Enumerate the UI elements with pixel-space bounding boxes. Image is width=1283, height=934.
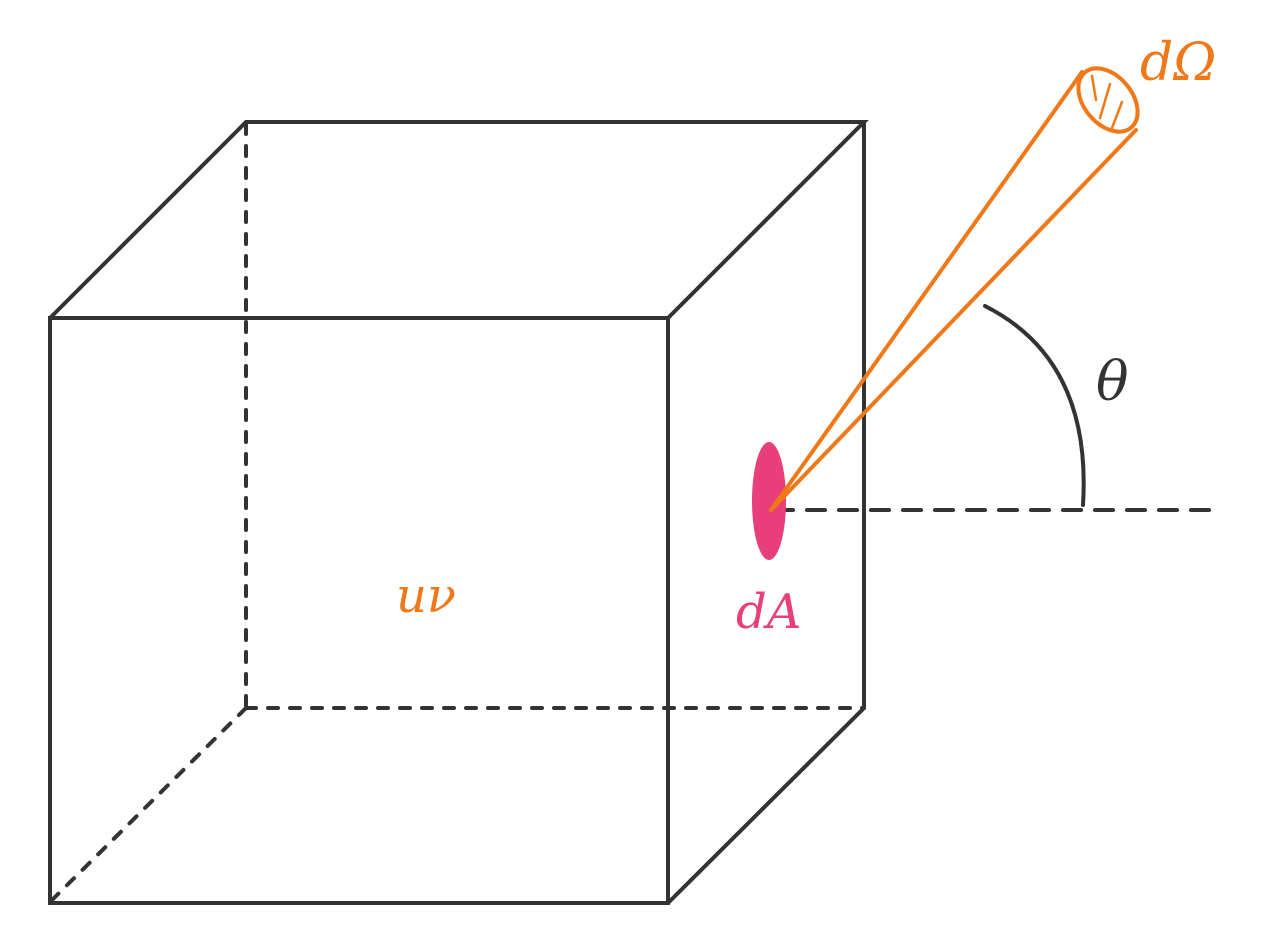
label-area-element: dA <box>736 584 801 640</box>
cone-edge-upper <box>769 70 1084 512</box>
cone-edge-lower <box>769 128 1138 512</box>
cube-front-face <box>48 316 670 905</box>
theta-arc <box>983 304 1086 507</box>
cone-cap-hatching <box>1090 74 1124 130</box>
label-solid-angle: dΩ <box>1140 33 1216 93</box>
cube-top-face <box>48 120 869 320</box>
cone-cap-ellipse <box>1076 66 1140 134</box>
solid-angle-cone <box>769 66 1140 512</box>
label-angle-theta: θ <box>1096 350 1129 413</box>
area-element-dA <box>752 442 786 560</box>
cube-right-edges <box>666 120 866 905</box>
label-energy-density: uν <box>396 568 456 624</box>
hidden-edge-bottom-diagonal <box>50 706 248 902</box>
cube-hidden-edges <box>50 122 866 902</box>
